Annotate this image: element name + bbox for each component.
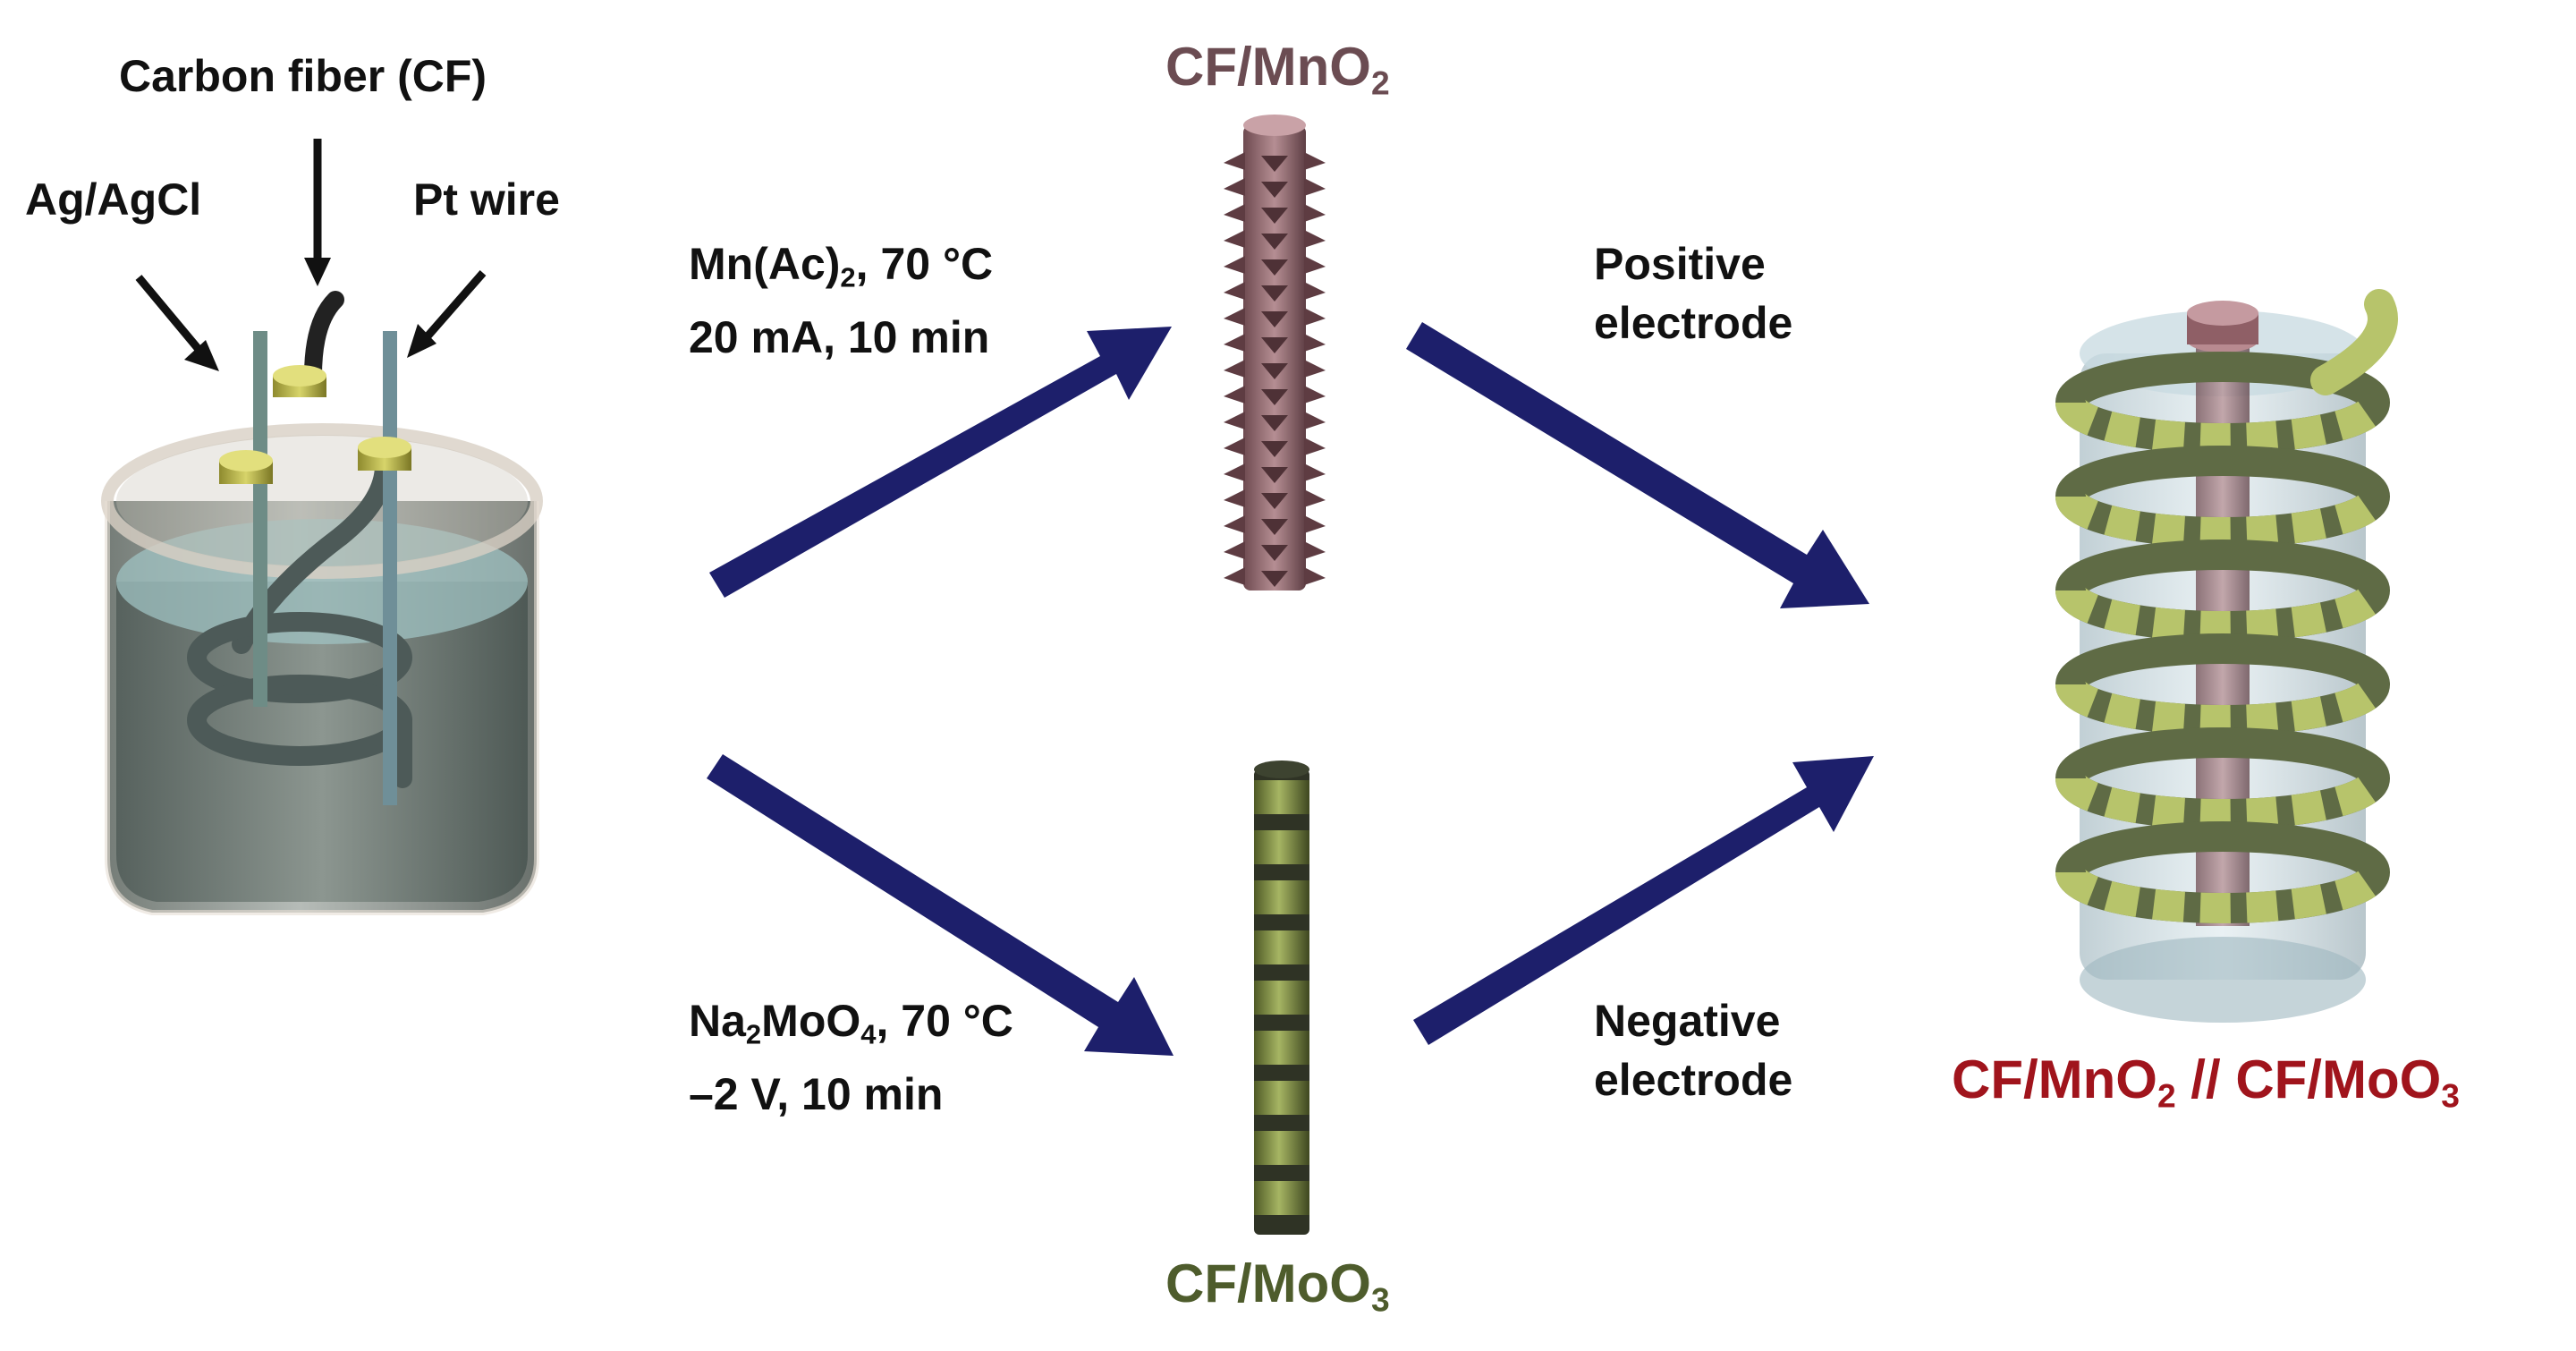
label-pointers xyxy=(135,139,487,371)
mo-conditions-line1: Na2MoO4, 70 °C xyxy=(689,996,1013,1050)
pt-wire-label: Pt wire xyxy=(413,174,560,225)
mo-deposition-conditions: Na2MoO4, 70 °C –2 V, 10 min xyxy=(689,991,1013,1124)
device-title: CF/MnO2 // CF/MoO3 xyxy=(1952,1049,2460,1115)
mn-deposition-conditions: Mn(Ac)2, 70 °C 20 mA, 10 min xyxy=(689,234,993,367)
negative-line2: electrode xyxy=(1594,1055,1793,1105)
mo-conditions-line2: –2 V, 10 min xyxy=(689,1068,944,1119)
mn-conditions-line1: Mn(Ac)2, 70 °C xyxy=(689,239,994,293)
ag-agcl-label: Ag/AgCl xyxy=(25,174,202,225)
process-arrows xyxy=(707,322,1874,1056)
positive-electrode-label: Positive electrode xyxy=(1594,234,1792,353)
positive-line1: Positive xyxy=(1594,239,1766,289)
mn-conditions-line2: 20 mA, 10 min xyxy=(689,311,990,362)
cf-mno2-rod xyxy=(1224,115,1326,591)
negative-electrode-label: Negative electrode xyxy=(1594,991,1792,1109)
cf-moo3-title: CF/MoO3 xyxy=(1165,1253,1390,1319)
cf-mno2-title: CF/MnO2 xyxy=(1165,37,1390,102)
cf-moo3-rod xyxy=(1254,760,1309,1235)
positive-line2: electrode xyxy=(1594,298,1793,348)
negative-line1: Negative xyxy=(1594,996,1781,1046)
carbon-fiber-label: Carbon fiber (CF) xyxy=(119,51,487,101)
assembled-supercapacitor xyxy=(2055,289,2398,1023)
electrochemical-cell xyxy=(101,291,543,915)
